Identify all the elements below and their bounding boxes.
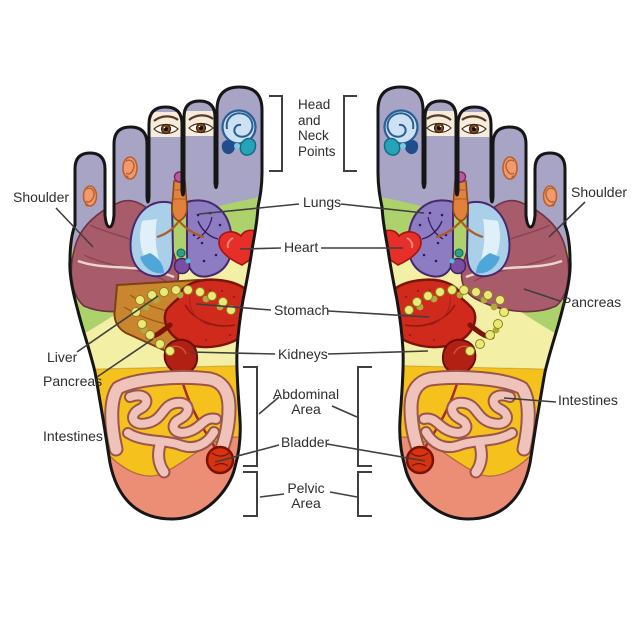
label-line: Pelvic (287, 480, 325, 496)
label-head-neck-points: Head and Neck Points (298, 97, 336, 159)
brackets (243, 95, 372, 517)
connector-abdominal-left (258, 396, 280, 415)
label-lungs: Lungs (303, 194, 342, 210)
label-pancreas-right: Pancreas (562, 294, 622, 310)
label-stomach: Stomach (274, 302, 330, 318)
label-abdominal-area: Abdominal Area (266, 387, 346, 417)
label-line: Points (298, 143, 336, 159)
left-foot (68, 85, 264, 521)
label-intestines-left: Intestines (43, 428, 103, 444)
right-foot (376, 85, 572, 521)
label-kidneys: Kidneys (278, 346, 328, 362)
pointer-stomach-right (327, 310, 430, 318)
bracket-head-neck-left (269, 95, 283, 172)
pointer-kidneys-left (189, 351, 276, 355)
label-heart: Heart (284, 239, 319, 255)
bracket-head-neck-right (343, 95, 357, 172)
pointer-stomach-left (195, 303, 272, 311)
pointer-liver (76, 295, 159, 353)
label-line: Area (291, 495, 321, 511)
label-shoulder-right: Shoulder (571, 184, 628, 200)
label-line: Abdominal (272, 386, 340, 402)
pointer-lines (55, 201, 586, 498)
pointer-bladder-right (326, 443, 426, 462)
label-line: and (298, 112, 321, 128)
label-line: Area (291, 401, 321, 417)
label-line: Neck (298, 128, 329, 143)
bracket-pelvic-left (243, 471, 258, 517)
label-bladder: Bladder (281, 434, 330, 450)
bracket-pelvic-right (357, 471, 372, 517)
pointer-pancreas-left (96, 338, 154, 378)
pointer-shoulder-right (548, 201, 586, 238)
pointer-kidneys-right (327, 350, 429, 355)
label-shoulder-left: Shoulder (13, 189, 70, 205)
label-line: Head (298, 97, 331, 112)
pointer-heart-left (239, 247, 282, 250)
pointer-intestines-right (503, 397, 557, 403)
pointer-bladder-left (214, 444, 280, 463)
bracket-abdominal-left (243, 366, 258, 467)
label-liver: Liver (47, 349, 78, 365)
pointer-lungs-right (340, 203, 425, 214)
bracket-abdominal-right (357, 366, 372, 467)
connector-pelvic-left (259, 493, 285, 498)
pointer-lungs-left (198, 203, 300, 215)
label-pelvic-area: Pelvic Area (268, 481, 344, 511)
pointer-shoulder-left (55, 207, 94, 248)
label-pancreas-left: Pancreas (43, 373, 103, 389)
connector-pelvic-right (329, 491, 358, 498)
connector-abdominal-right (331, 405, 358, 418)
label-intestines-right: Intestines (558, 392, 618, 408)
pointer-pancreas-right (523, 288, 561, 302)
